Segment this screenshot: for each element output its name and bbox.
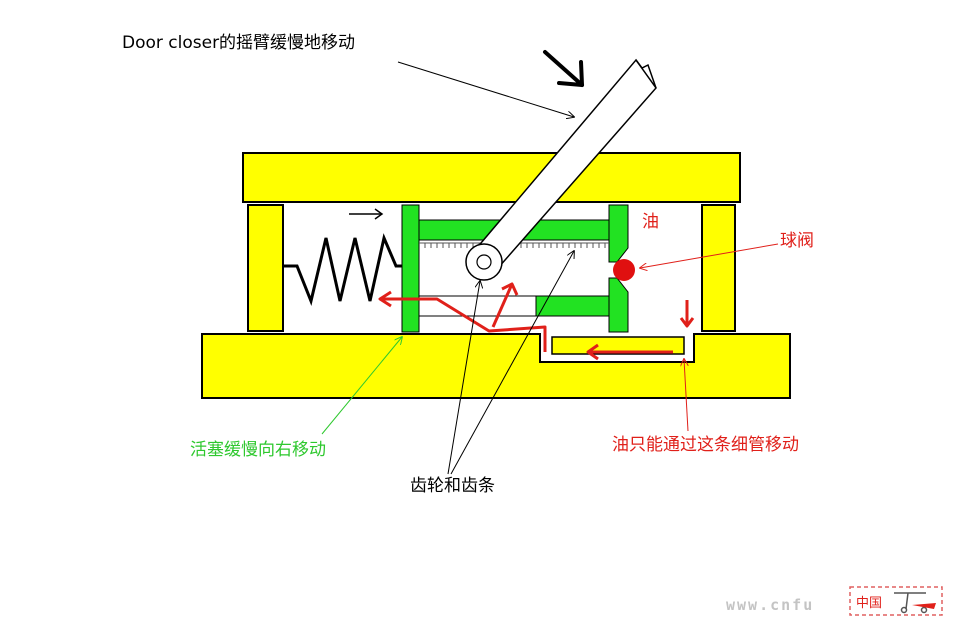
housing-base: [201, 333, 791, 399]
piston-moves-right-label: 活塞缓慢向右移动: [190, 440, 326, 460]
gear-leader-1: [447, 281, 480, 475]
right-post: [701, 204, 736, 332]
watermark-logo-text: 中国: [856, 596, 882, 611]
oil-label: 油: [642, 212, 659, 232]
oil-flow-arrows: [378, 282, 695, 361]
piston-right-upper: [608, 204, 629, 263]
piston-lower-bar: [535, 295, 610, 317]
ball-valve: [613, 259, 635, 281]
arm-motion-arrow: [543, 50, 584, 87]
rocker-arm: [469, 58, 657, 269]
oil-tube: [551, 336, 685, 355]
oil-tube-label: 油只能通过这条细管移动: [612, 435, 799, 455]
piston-leader: [321, 337, 402, 435]
tube-leader: [684, 359, 689, 432]
piston-direction-arrow: [349, 208, 384, 220]
gear-leader-2: [450, 251, 574, 475]
left-post: [247, 204, 284, 332]
watermark-url: www.cnfu: [726, 596, 815, 614]
piston-left-wall: [401, 204, 420, 333]
watermark-logo: 中国: [849, 586, 943, 616]
title-leader: [397, 61, 574, 117]
housing-top-bar: [242, 152, 741, 203]
valve-leader: [640, 243, 779, 268]
gear-and-rack-label: 齿轮和齿条: [410, 476, 495, 496]
spring: [283, 233, 402, 306]
arm-moves-slowly-label: Door closer的摇臂缓慢地移动: [122, 33, 356, 53]
piston-right-lower: [608, 277, 629, 333]
ball-valve-label: 球阀: [780, 231, 814, 251]
